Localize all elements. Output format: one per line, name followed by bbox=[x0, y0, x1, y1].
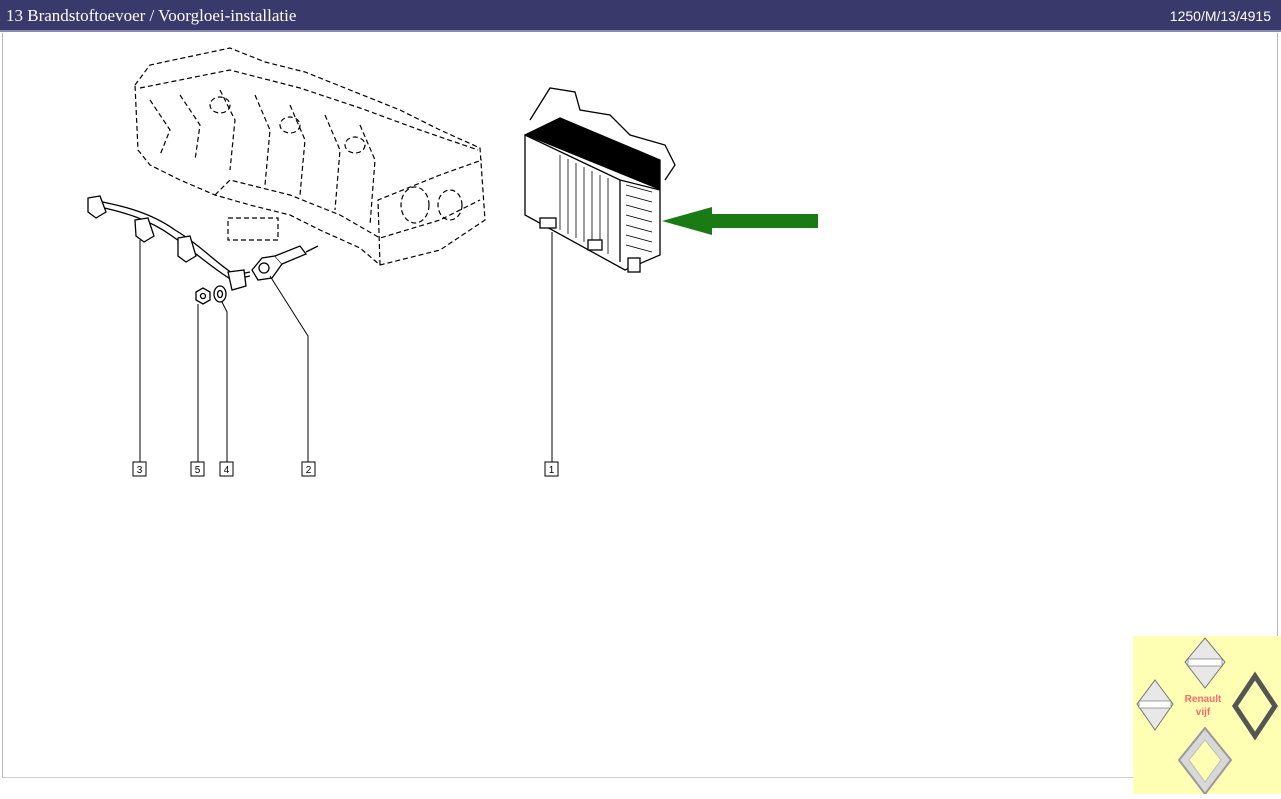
callout-1-label: 1 bbox=[549, 465, 555, 476]
renault-badge-top-icon bbox=[1184, 637, 1226, 689]
callout-4: 4 bbox=[219, 461, 234, 477]
renault-badge-bottom-icon bbox=[1177, 726, 1233, 796]
diagram-frame bbox=[2, 33, 1278, 778]
callout-1: 1 bbox=[544, 461, 559, 477]
watermark-line1: Renault bbox=[1185, 694, 1222, 705]
callout-3: 3 bbox=[132, 461, 147, 477]
leader-lines bbox=[139, 232, 553, 462]
callout-2-label: 2 bbox=[306, 465, 312, 476]
glow-plug-drawing bbox=[251, 245, 319, 281]
renault-logo-icon: Renault vijf bbox=[1136, 637, 1279, 796]
cylinder-head-drawing bbox=[134, 47, 486, 266]
callout-4-label: 4 bbox=[224, 465, 230, 476]
callout-2: 2 bbox=[301, 461, 316, 477]
callout-5: 5 bbox=[190, 461, 205, 477]
arrow-left-icon bbox=[662, 207, 818, 235]
preglow-relay-drawing bbox=[524, 87, 676, 273]
document-reference: 1250/M/13/4915 bbox=[1169, 8, 1271, 24]
wiring-harness-drawing bbox=[87, 195, 251, 291]
page-title: 13 Brandstoftoevoer / Voorgloei-installa… bbox=[6, 6, 297, 25]
renault-badge-right-icon bbox=[1231, 671, 1279, 741]
title-bar: 13 Brandstoftoevoer / Voorgloei-installa… bbox=[0, 0, 1281, 32]
renault-badge-left-icon bbox=[1136, 679, 1174, 731]
callout-5-label: 5 bbox=[195, 465, 201, 476]
nut-and-washer-drawing bbox=[195, 285, 227, 305]
watermark: Renault vijf bbox=[1133, 636, 1281, 796]
callout-3-label: 3 bbox=[137, 465, 143, 476]
watermark-line2: vijf bbox=[1196, 707, 1211, 718]
